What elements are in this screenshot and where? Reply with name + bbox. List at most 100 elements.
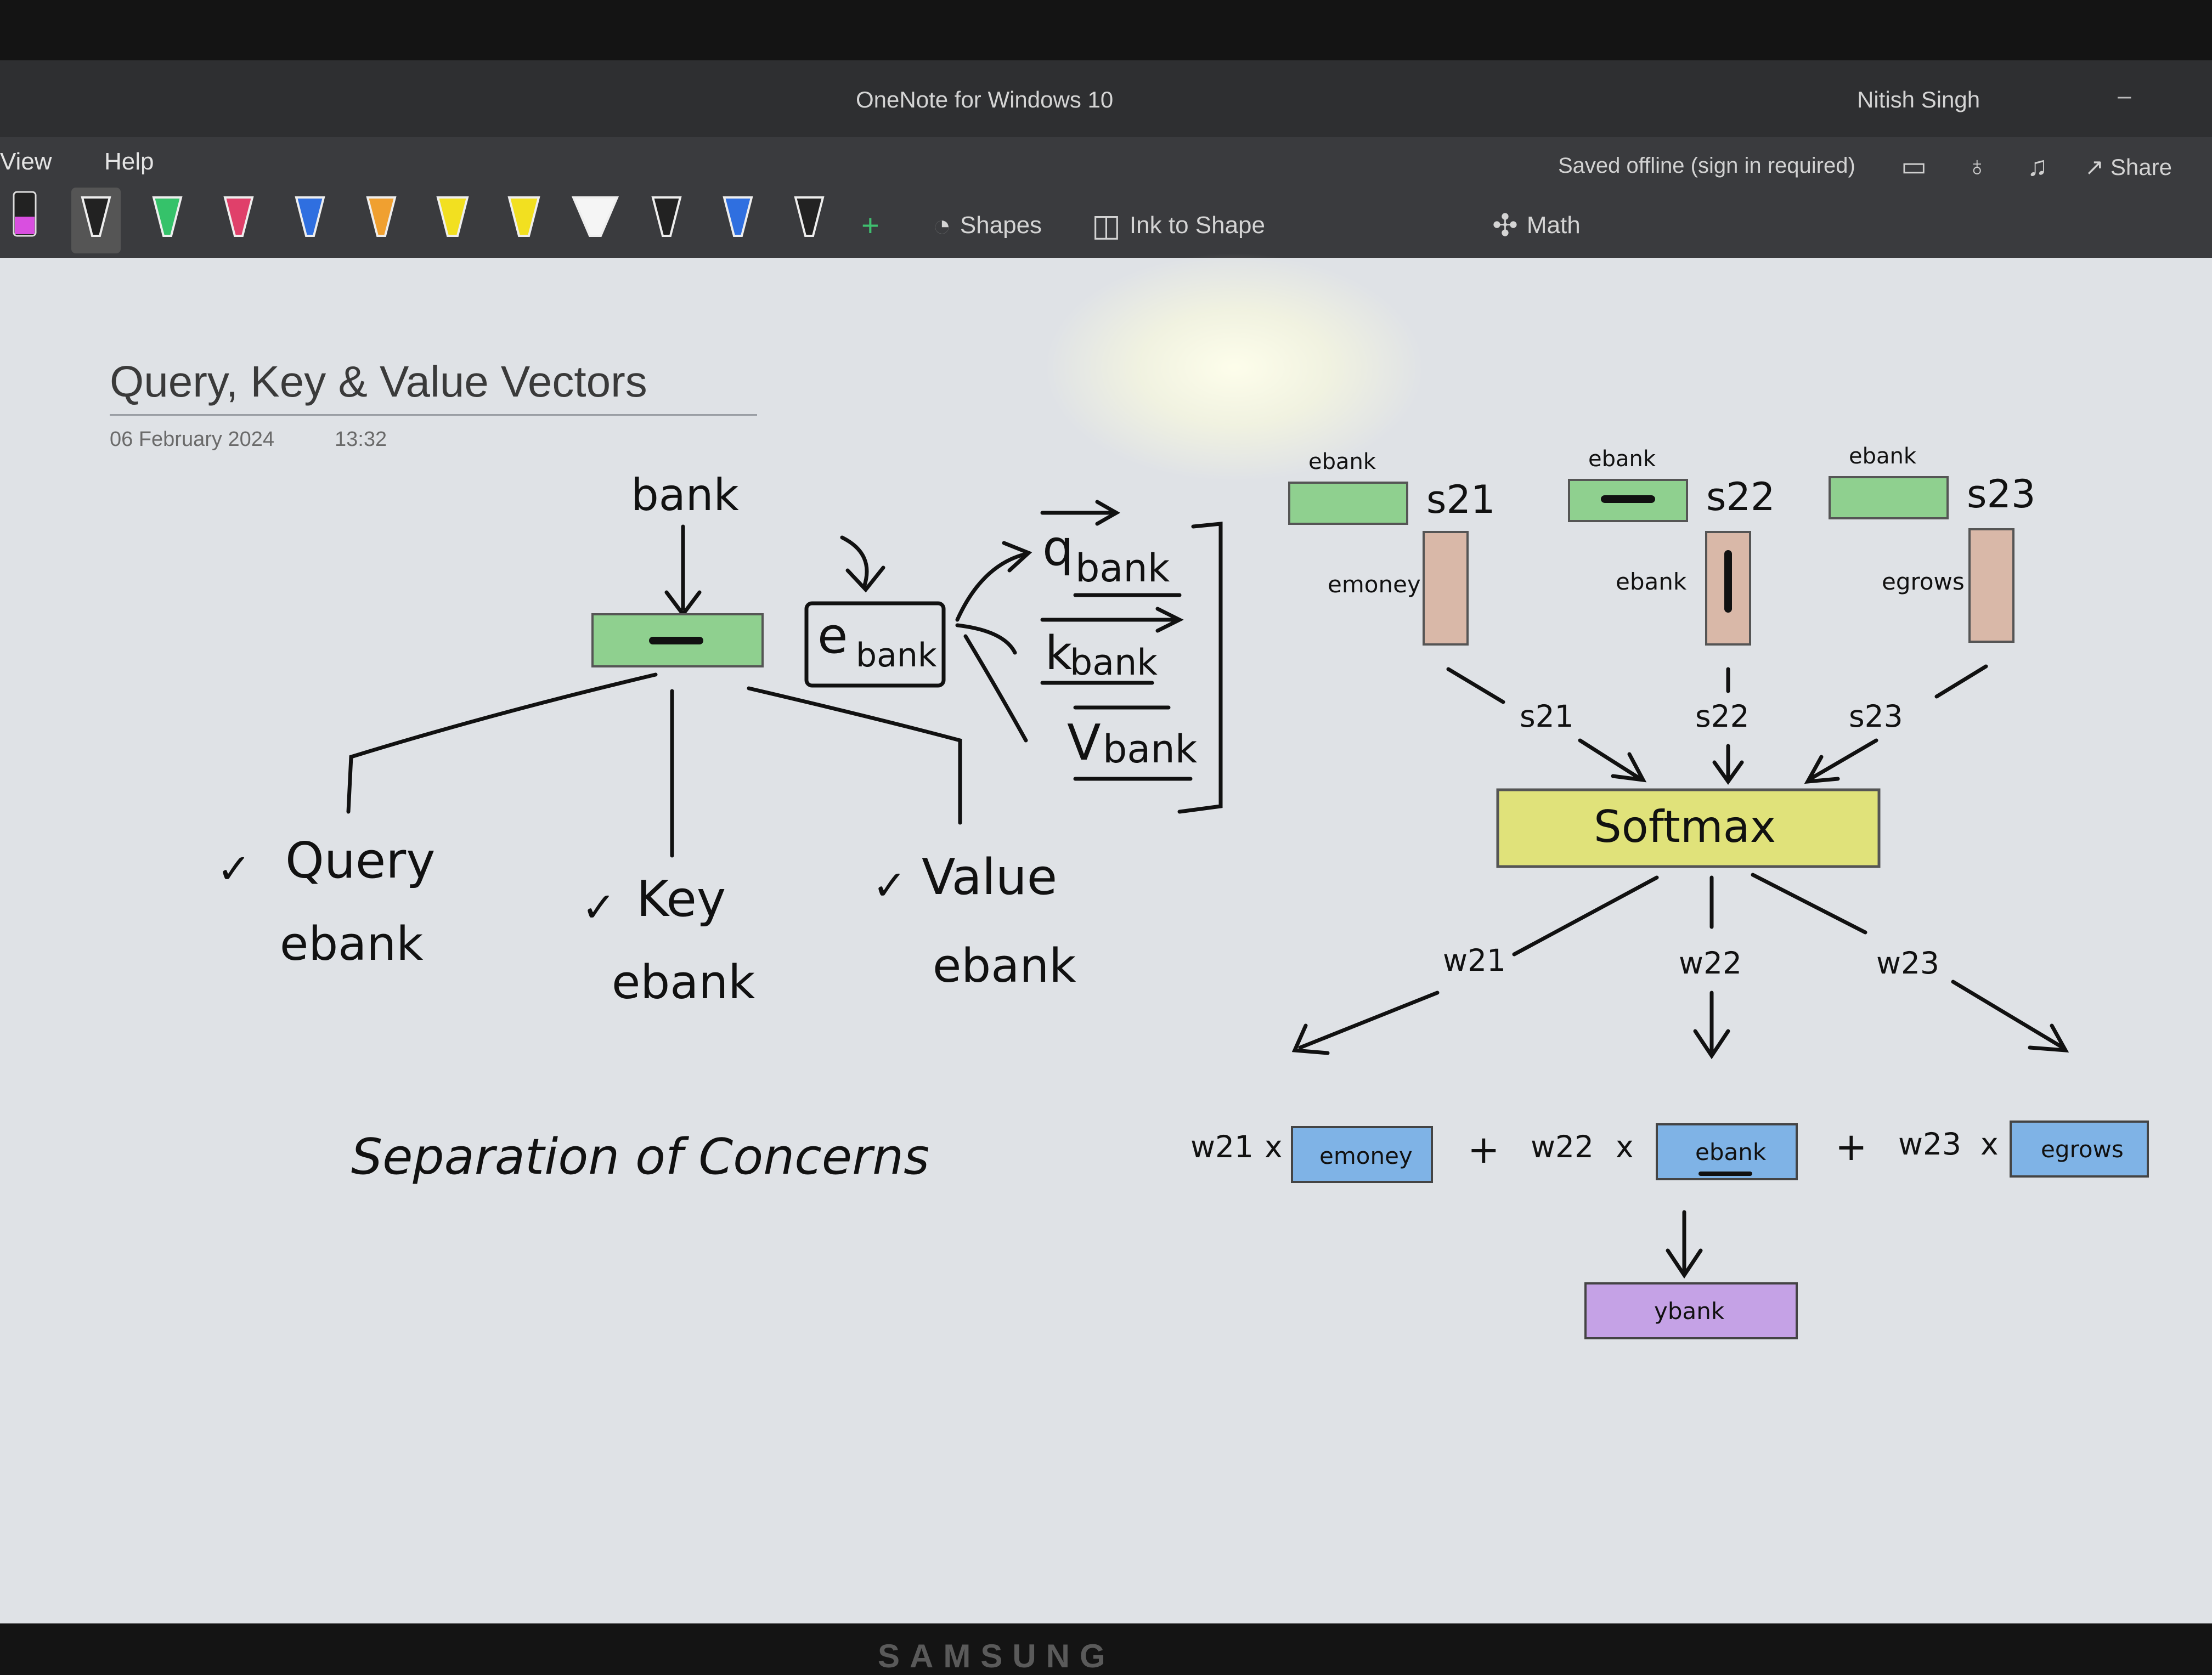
shapes-label: Shapes	[960, 211, 1042, 239]
ebank-box	[804, 601, 946, 688]
ink-e: e	[817, 607, 848, 665]
arrow-ebank-head	[845, 565, 885, 593]
math-icon: ✣	[1492, 208, 1518, 242]
lightbulb-icon[interactable]: ♁	[1967, 151, 1988, 182]
label-ebank-1: ebank	[1308, 449, 1376, 474]
tab-help[interactable]: Help	[104, 148, 154, 175]
page-time: 13:32	[335, 428, 387, 451]
arrow-to-q	[955, 552, 1028, 622]
ink-times-2: x	[1616, 1129, 1634, 1164]
ink-softmax: Softmax	[1594, 801, 1776, 852]
tab-view[interactable]: View	[0, 148, 52, 175]
box-emoney: emoney	[1319, 1142, 1413, 1169]
ink-w22: w22	[1679, 946, 1742, 981]
ink-value-ebank: ebank	[933, 939, 1076, 993]
math-button[interactable]: ✣ Math	[1492, 207, 1581, 244]
label-ebank-2: ebank	[1588, 446, 1656, 472]
egrows-weighted-box	[2010, 1121, 2149, 1178]
ink-q: q	[1042, 519, 1074, 577]
arrow-w22	[1693, 875, 1730, 1060]
k-vector-arrow	[1040, 607, 1184, 633]
bell-icon[interactable]: ♫	[2027, 151, 2048, 182]
user-name[interactable]: Nitish Singh	[1857, 87, 1980, 112]
ebank-vector-3	[1829, 476, 1949, 519]
ebank-vector-1	[1288, 482, 1408, 525]
math-label: Math	[1526, 212, 1581, 239]
egrows-vector	[1968, 528, 2015, 643]
box-ebank: ebank	[1695, 1139, 1767, 1165]
emoney-weighted-box	[1291, 1126, 1433, 1183]
emoney-vector	[1423, 531, 1469, 646]
ink-key-ebank: ebank	[612, 955, 755, 1010]
ink-to-shape-icon: ◫	[1092, 208, 1121, 242]
sticky-note-icon[interactable]: ▭	[1901, 151, 1927, 182]
share-button[interactable]: ↗ Share	[2085, 154, 2172, 180]
pen-8[interactable]	[708, 186, 768, 258]
ink-bank: bank	[631, 469, 740, 520]
arrow-to-v	[963, 634, 1028, 743]
ink-s22-top: s22	[1706, 474, 1775, 519]
arrow-w21	[1291, 875, 1659, 1055]
ink-s21-top: s21	[1426, 477, 1496, 522]
ink-times-1: x	[1265, 1129, 1283, 1164]
softmax-box	[1496, 788, 1881, 868]
pen-7[interactable]	[636, 186, 697, 258]
arrow-s21	[1578, 738, 1647, 783]
ink-s23-top: s23	[1967, 472, 2036, 517]
sync-status: Saved offline (sign in required)	[1558, 154, 1855, 178]
highlighter-1[interactable]	[422, 186, 483, 258]
ink-w22-term: w22	[1531, 1129, 1594, 1164]
arrow-to-ybank	[1666, 1210, 1703, 1279]
page-date: 06 February 2024	[110, 428, 274, 451]
page-title[interactable]: Query, Key & Value Vectors	[110, 357, 647, 406]
box-egrows: egrows	[2041, 1136, 2124, 1163]
ink-q-sub: bank	[1075, 546, 1170, 591]
add-pen-button[interactable]: +	[861, 207, 879, 243]
arrow-s23	[1804, 738, 1878, 784]
label-emoney: emoney	[1328, 571, 1421, 598]
ink-plus-2: +	[1835, 1124, 1867, 1169]
title-bar: OneNote for Windows 10 Nitish Singh –	[0, 60, 2212, 137]
check-value: ✓	[872, 861, 907, 909]
ink-query: Query	[285, 832, 436, 890]
line-s21	[1446, 667, 1505, 704]
pen-5[interactable]	[280, 186, 340, 258]
pen-6[interactable]	[351, 186, 411, 258]
ink-e-sub: bank	[856, 636, 937, 675]
pen-2[interactable]	[66, 186, 126, 258]
line-s23	[1934, 664, 1988, 699]
ink-w21-term: w21	[1190, 1129, 1254, 1164]
shapes-button[interactable]: ◔Shapes	[933, 207, 1042, 243]
label-egrows: egrows	[1882, 568, 1965, 595]
pen-3[interactable]	[137, 186, 198, 258]
pen-4[interactable]	[208, 186, 269, 258]
ink-w23: w23	[1876, 946, 1939, 981]
box-ybank: ybank	[1654, 1298, 1725, 1325]
ribbon: View Help Saved offline (sign in require…	[0, 137, 2212, 258]
highlighter-2[interactable]	[494, 186, 554, 258]
ink-plus-1: +	[1468, 1127, 1500, 1172]
pen-9[interactable]	[779, 186, 839, 258]
page-canvas[interactable]: Query, Key & Value Vectors 06 February 2…	[22, 258, 2212, 1623]
share-label: Share	[2110, 154, 2172, 180]
ink-key: Key	[636, 870, 726, 928]
branch-query	[346, 672, 658, 814]
ink-to-shape-button[interactable]: ◫Ink to Shape	[1092, 207, 1265, 244]
ybank-box	[1584, 1282, 1798, 1339]
ink-times-3: x	[1980, 1127, 1999, 1162]
arrow-w23	[1751, 873, 2069, 1052]
check-key: ✓	[582, 883, 616, 931]
ink-query-ebank: ebank	[280, 917, 423, 971]
ink-value: Value	[922, 848, 1057, 906]
pen-1[interactable]	[3, 186, 63, 258]
app-title: OneNote for Windows 10	[856, 87, 1114, 112]
arrow-ebank	[840, 535, 869, 589]
highlighter-3[interactable]	[565, 186, 625, 258]
ink-drawing: bank e bank q bank k bank V bank ✓ Query…	[217, 444, 2149, 1339]
ink-k-sub: bank	[1070, 642, 1158, 683]
title-underline	[110, 414, 757, 416]
ink-v: V	[1067, 714, 1101, 772]
branch-value	[747, 686, 962, 825]
ink-w21: w21	[1443, 943, 1506, 978]
minimize-button[interactable]: –	[2118, 82, 2131, 109]
